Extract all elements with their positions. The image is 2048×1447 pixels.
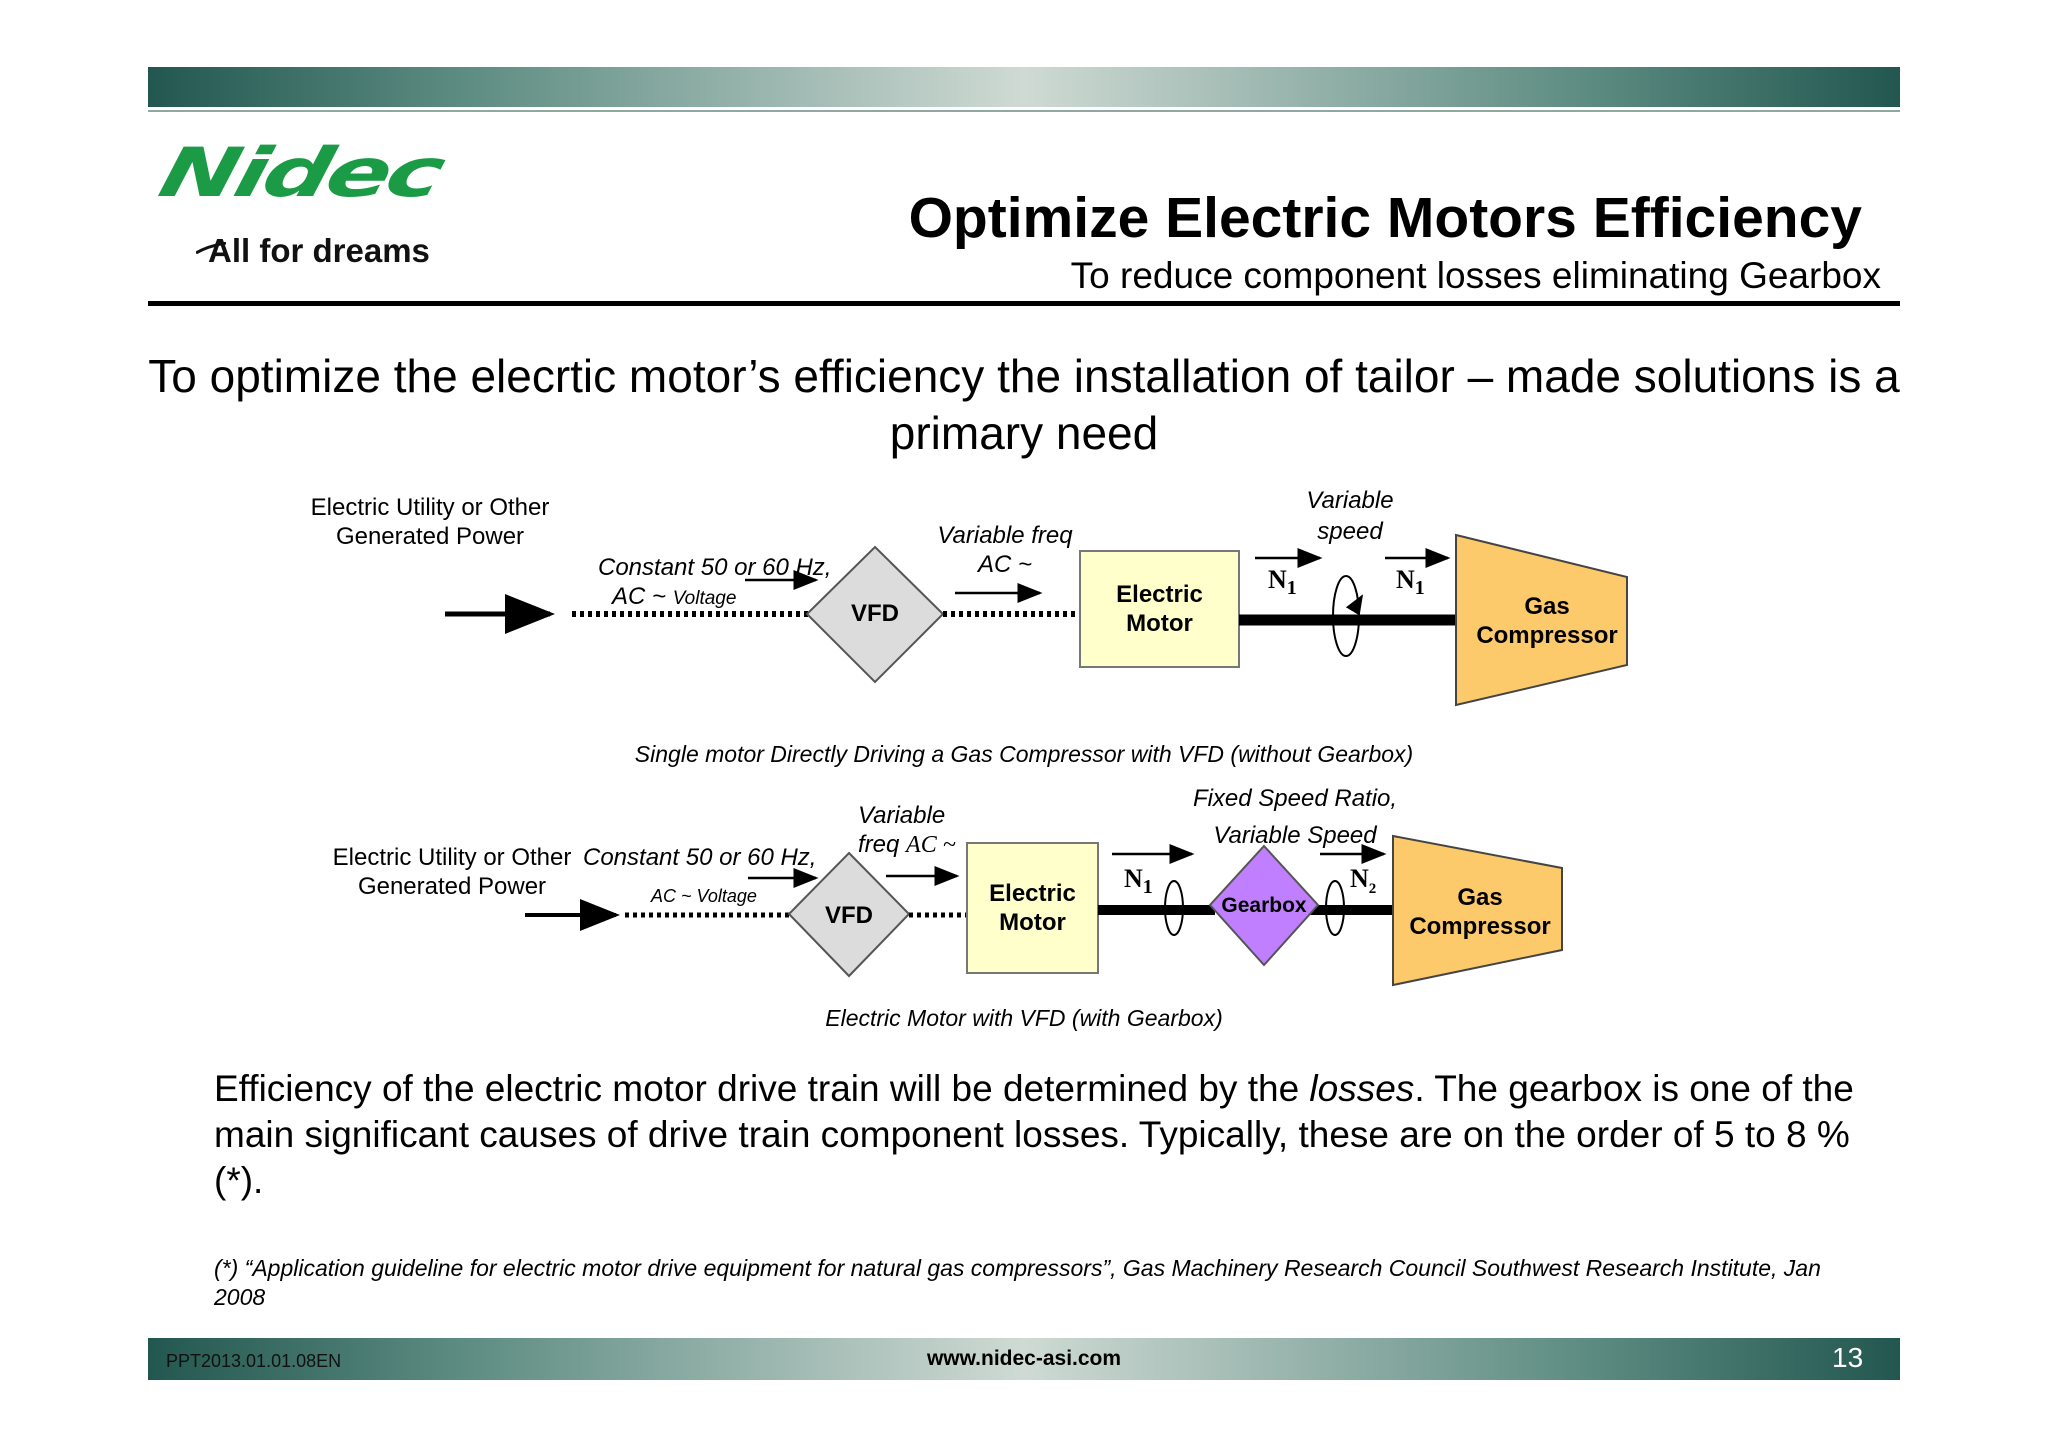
footnote: (*) “Application guideline for electric … bbox=[214, 1255, 1821, 1310]
page-number: 13 bbox=[1832, 1342, 1864, 1373]
slide-title: Optimize Electric Motors Efficiency bbox=[908, 186, 1862, 250]
d2-input-label-line1: Constant 50 or 60 Hz, bbox=[583, 844, 817, 871]
d2-motor-box bbox=[966, 842, 1099, 974]
intro-text: To optimize the elecrtic motor’s efficie… bbox=[148, 350, 1900, 459]
d2-gearbox: Gearbox bbox=[1221, 893, 1307, 917]
top-decorative-band bbox=[148, 67, 1900, 112]
d2-caption: Electric Motor with VFD (with Gearbox) bbox=[825, 1005, 1223, 1031]
d2-n1-label: N1 bbox=[1124, 864, 1153, 899]
d2-compressor-shape bbox=[1392, 834, 1563, 987]
d2-output-label: Variable freq AC ~ bbox=[858, 802, 956, 858]
d1-rotation-tip bbox=[1345, 594, 1364, 616]
d2-input-label-line2: AC ~ Voltage bbox=[651, 886, 757, 906]
d1-caption: Single motor Directly Driving a Gas Comp… bbox=[634, 741, 1414, 767]
d2-rotation-right-icon bbox=[1325, 880, 1345, 936]
d1-vfd-diamond bbox=[805, 545, 945, 684]
d2-ratio-label: Fixed Speed Ratio,Variable Speed bbox=[1192, 785, 1398, 849]
d1-electric-motor: Electric Motor bbox=[1116, 581, 1203, 637]
d1-input-label-line2: AC ~ Voltage bbox=[612, 583, 737, 610]
d2-vfd-label: VFD bbox=[825, 902, 873, 929]
d2-rotation-left-icon bbox=[1164, 880, 1184, 936]
d2-vfd-diamond bbox=[787, 851, 911, 978]
header-divider bbox=[148, 301, 1900, 306]
d1-motor-box bbox=[1079, 550, 1240, 668]
d2-n2-label: N2 bbox=[1350, 864, 1377, 898]
d1-rotation-icon bbox=[1332, 575, 1360, 657]
d1-compressor-shape bbox=[1455, 533, 1628, 707]
efficiency-paragraph: Efficiency of the electric motor drive t… bbox=[214, 1068, 1854, 1201]
d2-gas-compressor: Gas Compressor bbox=[1409, 884, 1551, 940]
diagram2-graphics bbox=[525, 834, 1563, 987]
d1-n1-left-label: N1 bbox=[1268, 565, 1297, 600]
d2-electric-motor: Electric Motor bbox=[989, 880, 1076, 936]
d1-n1-right-label: N1 bbox=[1396, 565, 1425, 600]
logo-swoosh-icon bbox=[196, 242, 226, 254]
d1-input-label-line1: Constant 50 or 60 Hz, bbox=[598, 554, 832, 581]
d2-gearbox-diamond bbox=[1208, 844, 1320, 967]
bottom-decorative-band bbox=[148, 1338, 1900, 1380]
footer-code: PPT2013.01.01.08EN bbox=[166, 1351, 342, 1371]
d1-vfd-label: VFD bbox=[851, 600, 899, 627]
slide-subtitle: To reduce component losses eliminating G… bbox=[1070, 255, 1881, 296]
diagram1-graphics bbox=[445, 533, 1628, 707]
d1-gas-compressor: Gas Compressor bbox=[1476, 593, 1618, 649]
logo-tagline: All for dreams bbox=[208, 232, 430, 269]
footer-url[interactable]: www.nidec-asi.com bbox=[926, 1347, 1122, 1370]
